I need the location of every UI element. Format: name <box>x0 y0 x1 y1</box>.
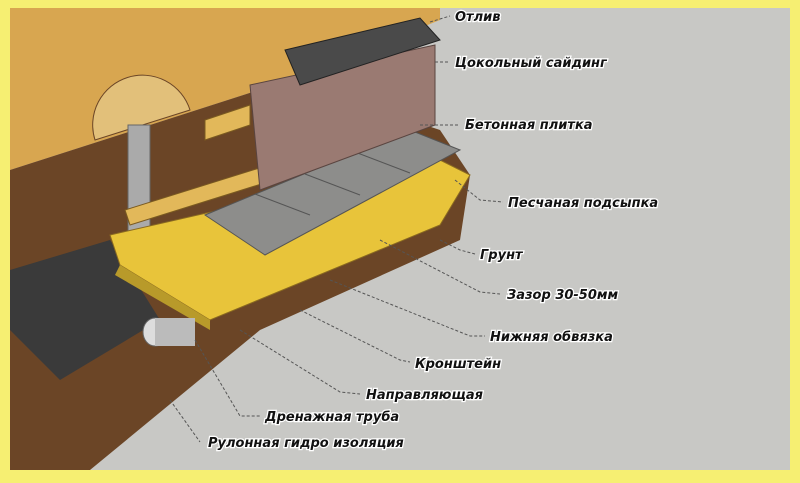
label-sand-bedding: Песчаная подсыпка <box>508 196 658 211</box>
label-guide-rail: Направляющая <box>366 388 483 403</box>
tile-seams <box>254 151 411 216</box>
label-bottom-trim: Нижняя обвязка <box>490 330 613 345</box>
label-bracket: Кронштейн <box>415 357 501 372</box>
drain-pipe-body <box>155 318 195 346</box>
label-roll-waterproofing: Рулонная гидро изоляция <box>208 436 404 451</box>
label-plinth-siding: Цокольный сайдинг <box>455 56 608 71</box>
sand-edge <box>115 265 210 330</box>
label-drain-pipe: Дренажная труба <box>264 410 399 425</box>
leader-lines <box>169 15 504 443</box>
label-gap: Зазор 30-50мм <box>507 288 619 303</box>
label-soil: Грунт <box>480 248 524 263</box>
label-concrete-tile: Бетонная плитка <box>465 118 593 133</box>
bracket-shield <box>92 74 191 141</box>
flashing <box>284 17 441 86</box>
label-flashing: Отлив <box>455 10 500 25</box>
guide-rail <box>204 104 251 141</box>
